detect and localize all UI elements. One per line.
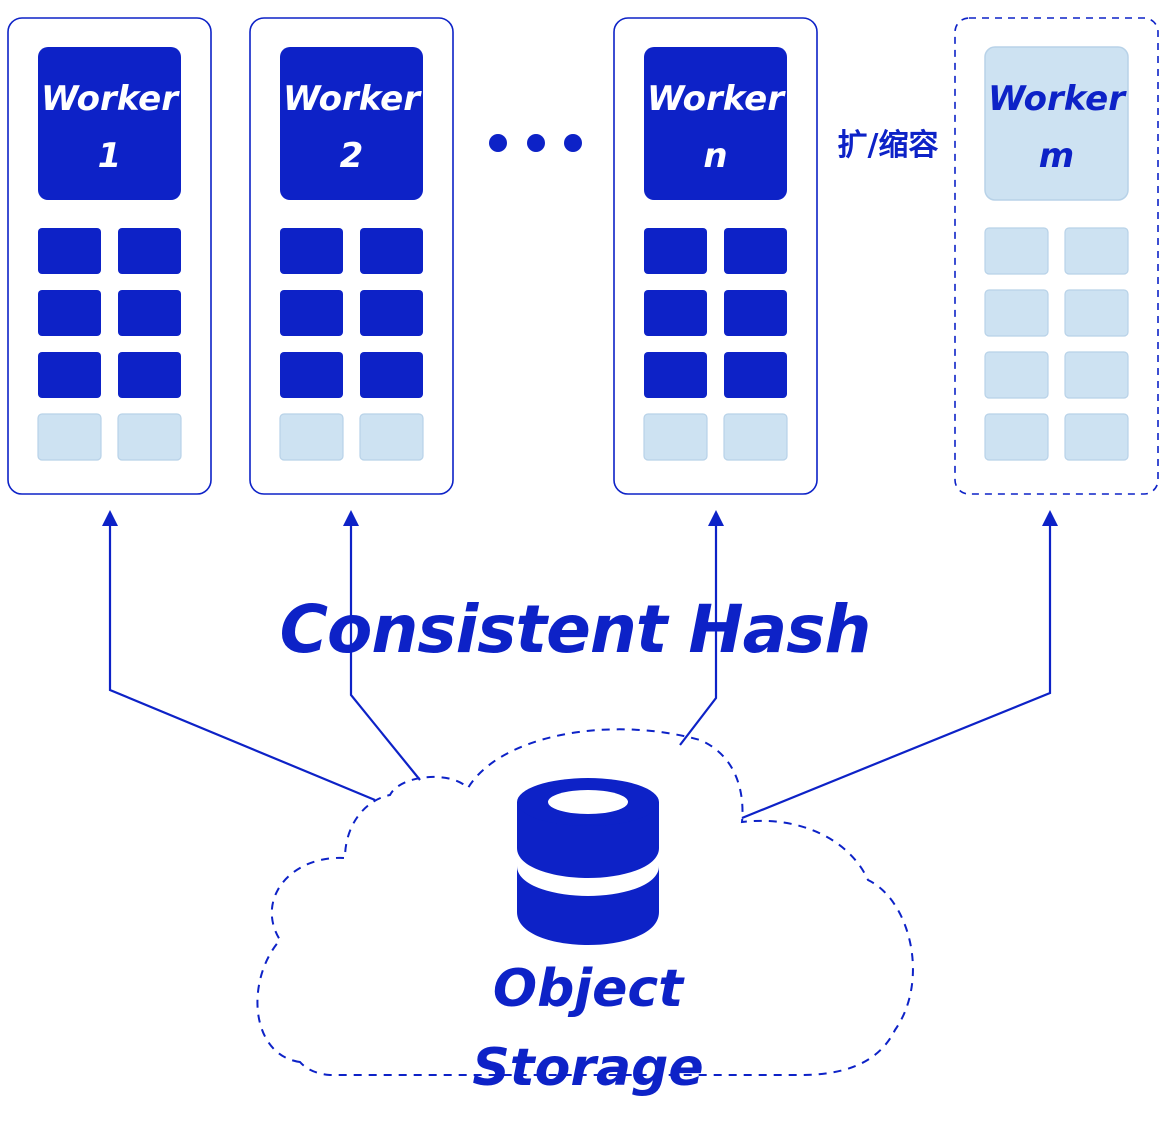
worker-label: Worker bbox=[647, 79, 786, 119]
slot-used bbox=[360, 290, 423, 336]
slot-free bbox=[1064, 289, 1129, 337]
slot-used bbox=[280, 228, 343, 274]
slot-free bbox=[117, 413, 182, 461]
slot-used bbox=[118, 352, 181, 398]
hash-connectors bbox=[102, 510, 1058, 820]
arrowhead-icon bbox=[343, 510, 359, 526]
slot-free bbox=[984, 351, 1049, 399]
cloud-outline bbox=[256, 728, 914, 1076]
slot-free bbox=[37, 413, 102, 461]
slot-free bbox=[984, 289, 1049, 337]
worker-index: 2 bbox=[340, 136, 364, 176]
worker-label: Worker bbox=[283, 79, 422, 119]
slot-free bbox=[984, 413, 1049, 461]
slot-used bbox=[724, 352, 787, 398]
ellipsis-icon bbox=[489, 134, 582, 152]
worker-column-1: Worker 1 bbox=[7, 17, 212, 495]
object-storage-label-line2: Storage bbox=[472, 1038, 703, 1098]
worker-column-2: Worker 2 bbox=[249, 17, 454, 495]
slot-free bbox=[1064, 351, 1129, 399]
slot-used bbox=[724, 290, 787, 336]
slot-used bbox=[118, 228, 181, 274]
worker-index: m bbox=[1039, 136, 1074, 176]
object-storage-label-line1: Object bbox=[493, 959, 685, 1019]
slot-used bbox=[280, 290, 343, 336]
connector-line bbox=[679, 522, 718, 746]
worker-label: Worker bbox=[988, 79, 1127, 119]
slot-used bbox=[118, 290, 181, 336]
connector-line bbox=[741, 522, 1052, 820]
slot-free bbox=[723, 413, 788, 461]
slot-used bbox=[38, 290, 101, 336]
slot-used bbox=[724, 228, 787, 274]
slot-free bbox=[359, 413, 424, 461]
arrowhead-icon bbox=[708, 510, 724, 526]
worker-label: Worker bbox=[41, 79, 180, 119]
worker-column-m: Worker m bbox=[954, 17, 1159, 495]
slot-used bbox=[644, 290, 707, 336]
slot-used bbox=[644, 228, 707, 274]
slot-used bbox=[280, 352, 343, 398]
slot-free bbox=[643, 413, 708, 461]
worker-header bbox=[38, 47, 181, 200]
worker-header bbox=[984, 46, 1129, 201]
connector-line bbox=[108, 522, 376, 802]
consistent-hash-title: Consistent Hash bbox=[280, 591, 871, 668]
database-icon bbox=[517, 778, 659, 945]
worker-index: 1 bbox=[98, 136, 122, 176]
workers-layer: Worker 1 Worker 2 Worker n Worker m bbox=[7, 17, 1159, 495]
slot-used bbox=[644, 352, 707, 398]
slot-free bbox=[1064, 413, 1129, 461]
slot-used bbox=[360, 228, 423, 274]
worker-header bbox=[644, 47, 787, 200]
slot-free bbox=[279, 413, 344, 461]
slot-used bbox=[360, 352, 423, 398]
arrowhead-icon bbox=[102, 510, 118, 526]
arrowhead-icon bbox=[1042, 510, 1058, 526]
slot-used bbox=[38, 352, 101, 398]
connector-line bbox=[349, 522, 421, 781]
worker-column-n: Worker n bbox=[613, 17, 818, 495]
worker-index: n bbox=[703, 136, 727, 176]
slot-used bbox=[38, 228, 101, 274]
slot-free bbox=[1064, 227, 1129, 275]
slot-free bbox=[984, 227, 1049, 275]
worker-header bbox=[280, 47, 423, 200]
scale-label: 扩/缩容 bbox=[838, 128, 939, 163]
